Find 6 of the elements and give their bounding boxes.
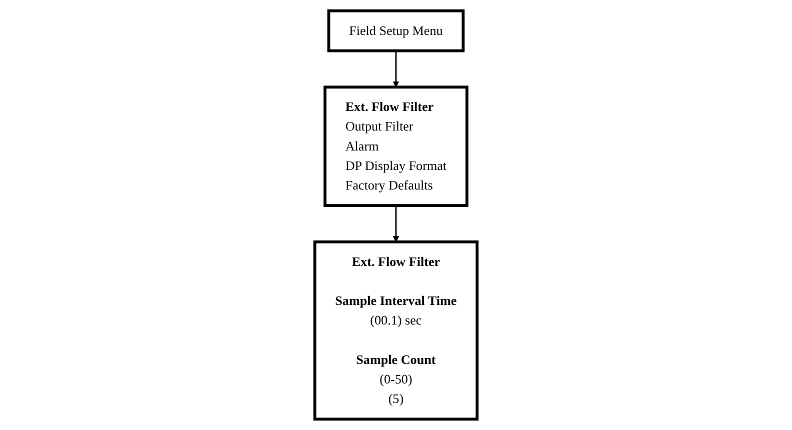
node-box xyxy=(313,240,479,421)
arrow xyxy=(392,206,400,242)
node-box xyxy=(327,9,465,52)
flowchart-drawing: Field Setup Menu Ext. Flow Filter Output Filter Alarm DP Display Format Factory Defaults Ext. Flow Filter Sample Interval Time (00.1) sec Sample Count (0-50) (5) xyxy=(309,5,483,425)
node-box xyxy=(324,86,468,207)
arrow xyxy=(392,50,400,88)
